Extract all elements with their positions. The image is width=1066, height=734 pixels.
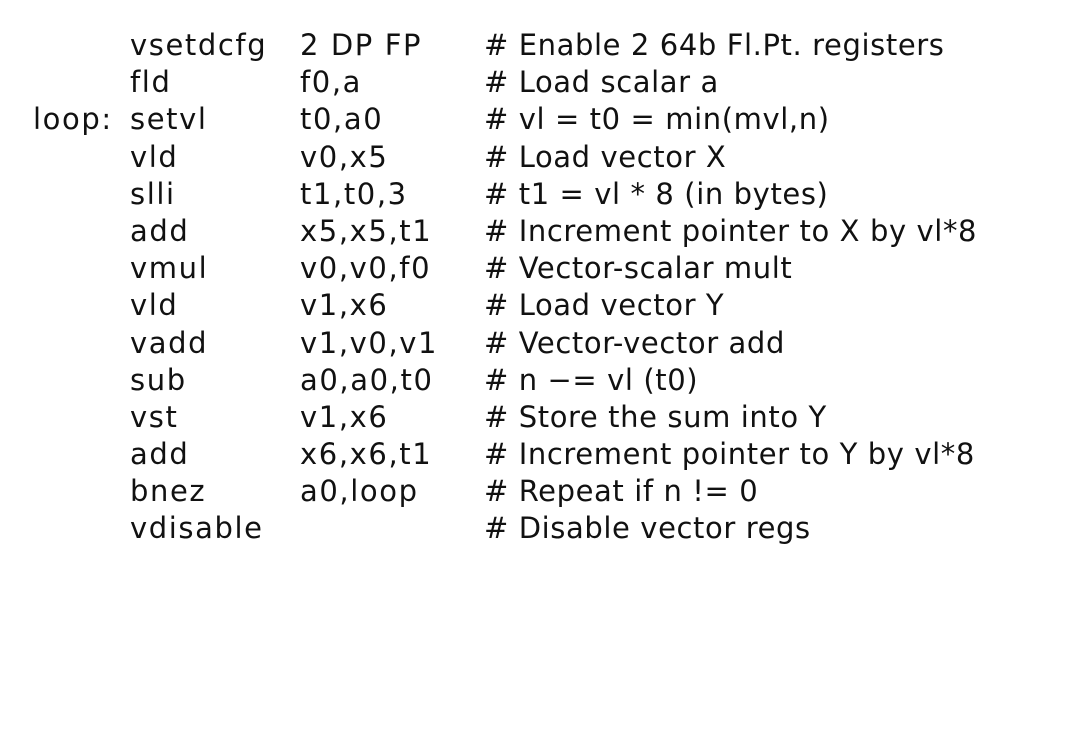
instruction-mnemonic: vmul — [130, 251, 209, 286]
instruction-mnemonic: add — [130, 437, 190, 472]
instruction-mnemonic: vld — [130, 139, 179, 174]
instruction-mnemonic: slli — [130, 176, 176, 211]
instruction-operands: a0,a0,t0 — [300, 362, 434, 397]
line-comment: # Increment pointer to X by vl*8 — [484, 213, 978, 248]
line-comment: # Load scalar a — [484, 65, 719, 100]
instruction-mnemonic: setvl — [130, 102, 208, 137]
code-listing: vsetdcfg 2 DP FP # Enable 2 64b Fl.Pt. r… — [0, 27, 1066, 548]
code-line: fld f0,a # Load scalar a — [0, 64, 1066, 101]
line-comment: # t1 = vl * 8 (in bytes) — [484, 176, 829, 211]
instruction-mnemonic: vld — [130, 288, 179, 323]
instruction-operands: a0,loop — [300, 474, 419, 509]
instruction-mnemonic: fld — [130, 65, 172, 100]
line-comment: # Enable 2 64b Fl.Pt. registers — [484, 28, 945, 62]
line-comment: # Increment pointer to Y by vl*8 — [484, 437, 975, 472]
line-comment: # n −= vl (t0) — [484, 362, 699, 397]
code-line: sub a0,a0,t0 # n −= vl (t0) — [0, 362, 1066, 399]
line-comment: # Repeat if n != 0 — [484, 474, 759, 509]
instruction-operands: v1,x6 — [300, 288, 389, 323]
code-line: vmul v0,v0,f0 # Vector-scalar mult — [0, 250, 1066, 287]
line-comment: # Vector-scalar mult — [484, 251, 793, 286]
instruction-operands: v0,v0,f0 — [300, 251, 432, 286]
code-line: vdisable # Disable vector regs — [0, 510, 1066, 547]
code-line: loop: setvl t0,a0 # vl = t0 = min(mvl,n) — [0, 101, 1066, 138]
code-line: bnez a0,loop # Repeat if n != 0 — [0, 473, 1066, 510]
instruction-operands: x6,x6,t1 — [300, 437, 433, 472]
instruction-operands: v1,v0,v1 — [300, 325, 439, 360]
code-line: slli t1,t0,3 # t1 = vl * 8 (in bytes) — [0, 176, 1066, 213]
line-comment: # vl = t0 = min(mvl,n) — [484, 102, 830, 137]
instruction-mnemonic: vst — [130, 399, 179, 434]
code-line: vld v1,x6 # Load vector Y — [0, 287, 1066, 324]
instruction-operands: t0,a0 — [300, 102, 384, 137]
code-line: add x6,x6,t1 # Increment pointer to Y by… — [0, 436, 1066, 473]
instruction-mnemonic: sub — [130, 362, 187, 397]
instruction-operands: x5,x5,t1 — [300, 213, 433, 248]
line-comment: # Load vector X — [484, 139, 727, 174]
code-line: vld v0,x5 # Load vector X — [0, 139, 1066, 176]
line-comment: # Vector-vector add — [484, 325, 785, 360]
code-line: vadd v1,v0,v1 # Vector-vector add — [0, 325, 1066, 362]
instruction-operands: 2 DP FP — [300, 28, 423, 62]
code-line: vst v1,x6 # Store the sum into Y — [0, 399, 1066, 436]
line-comment: # Load vector Y — [484, 288, 725, 323]
code-line: add x5,x5,t1 # Increment pointer to X by… — [0, 213, 1066, 250]
instruction-mnemonic: vadd — [130, 325, 209, 360]
code-line: vsetdcfg 2 DP FP # Enable 2 64b Fl.Pt. r… — [0, 27, 1066, 64]
line-comment: # Store the sum into Y — [484, 399, 827, 434]
instruction-mnemonic: vdisable — [130, 511, 264, 546]
instruction-mnemonic: add — [130, 213, 190, 248]
instruction-operands: v1,x6 — [300, 399, 389, 434]
instruction-mnemonic: vsetdcfg — [130, 28, 268, 62]
instruction-operands: t1,t0,3 — [300, 176, 408, 211]
instruction-mnemonic: bnez — [130, 474, 207, 509]
line-comment: # Disable vector regs — [484, 511, 811, 546]
instruction-operands: v0,x5 — [300, 139, 389, 174]
line-label: loop: — [33, 102, 113, 137]
instruction-operands: f0,a — [300, 65, 363, 100]
